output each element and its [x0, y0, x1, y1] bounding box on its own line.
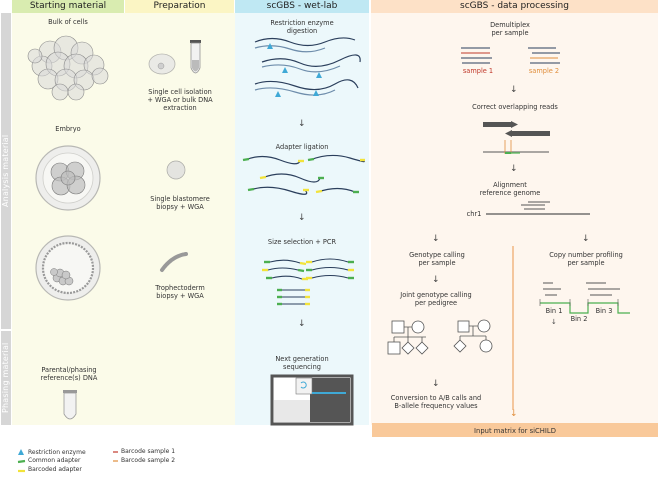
bin-2-label: Bin 2	[570, 315, 588, 323]
embryo-blastocyst-illustration	[35, 235, 101, 301]
embryo-blastomere-illustration	[35, 145, 101, 211]
sample-1-label: sample 1	[462, 67, 494, 75]
arrow-down-icon: ↓	[510, 409, 518, 419]
cnv-label-line1: Copy number profiling	[549, 251, 623, 259]
bin-1-label: Bin 1	[545, 307, 563, 315]
side-label-analysis: Analysis material	[1, 134, 10, 208]
alignment-illustration	[486, 201, 590, 215]
blastomere-label-line2: biopsy + WGA	[156, 203, 204, 211]
header-preparation: Preparation	[153, 1, 206, 11]
single-blastomere-illustration	[166, 160, 186, 180]
ngs-label-line2: sequencing	[283, 363, 321, 371]
header-starting-material: Starting material	[29, 1, 107, 11]
demultiplex-label-line2: per sample	[491, 29, 529, 37]
legend-barcode-sample-2: Barcode sample 2	[121, 457, 176, 464]
analysis-side-bar	[1, 13, 11, 329]
arrow-down-icon: ↓	[510, 85, 518, 95]
joint-label-line1: Joint genotype calling	[400, 291, 472, 299]
arrow-down-icon: ↓	[432, 275, 440, 285]
legend-barcode-sample-1: Barcode sample 1	[121, 448, 176, 455]
isolation-label-line1: Single cell isolation	[148, 88, 212, 96]
sequencer-illustration	[270, 374, 354, 426]
size-selection-label: Size selection + PCR	[267, 238, 337, 246]
legend-common-adapter: Common adapter	[28, 457, 81, 464]
starting-material-header-bar	[12, 0, 124, 13]
wetlab-background	[235, 13, 369, 425]
genotype-label-line1: Genotype calling	[409, 251, 465, 259]
wetlab-header-bar	[235, 0, 369, 13]
overlapping-reads-illustration	[483, 121, 550, 154]
restriction-digestion-illustration	[254, 37, 361, 96]
alignment-label-line2: reference genome	[479, 189, 541, 197]
parental-dna-label-line1: Parental/phasing	[41, 366, 97, 374]
trophectoderm-label-line2: biopsy + WGA	[156, 292, 204, 300]
bin-3-label: Bin 3	[595, 307, 613, 315]
arrow-down-icon: ↓	[510, 164, 518, 174]
input-matrix-label: Input matrix for siCHILD	[474, 427, 556, 435]
cnv-label-line2: per sample	[567, 259, 605, 267]
joint-label-line2: per pedigree	[414, 299, 458, 307]
correct-reads-label: Correct overlapping reads	[472, 103, 558, 111]
parental-dna-label-line2: reference(s) DNA	[40, 374, 98, 382]
arrow-down-icon: ↓	[298, 213, 306, 223]
sample-2-label: sample 2	[528, 67, 560, 75]
arrow-down-icon: ↓	[551, 318, 557, 326]
phasing-side-bar	[1, 331, 11, 425]
conversion-label-line2: B-allele frequency values	[394, 402, 478, 410]
bulk-cells-illustration	[27, 35, 109, 101]
data-processing-background	[371, 13, 658, 425]
input-matrix-bar	[372, 423, 658, 437]
conversion-label-line1: Conversion to A/B calls and	[390, 394, 482, 402]
arrow-down-icon: ↓	[432, 234, 440, 244]
preparation-header-bar	[125, 0, 234, 13]
pedigree-2-illustration	[453, 319, 493, 353]
blastomere-label-line1: Single blastomere	[150, 195, 210, 203]
restriction-label-line2: digestion	[286, 27, 318, 35]
legend-marks	[17, 449, 118, 473]
alignment-label-line1: Alignment	[493, 181, 527, 189]
single-cell-dish-illustration	[148, 53, 176, 75]
legend-barcoded-adapter: Barcoded adapter	[28, 466, 82, 473]
genotype-label-line2: per sample	[418, 259, 456, 267]
arrow-down-icon: ↓	[298, 119, 306, 129]
adapter-ligation-label: Adapter ligation	[275, 143, 329, 151]
header-data-processing: scGBS - data processing	[460, 1, 569, 11]
isolation-label-line3: extraction	[163, 104, 197, 112]
side-label-phasing: Phasing material	[1, 342, 10, 414]
restriction-label-line1: Restriction enzyme	[270, 19, 334, 27]
chr1-label: chr1	[466, 210, 482, 218]
demultiplex-reads	[461, 47, 560, 64]
restriction-enzyme-marks	[267, 43, 322, 97]
arrow-down-icon: ↓	[432, 379, 440, 389]
isolation-label-line2: + WGA or bulk DNA	[147, 96, 213, 104]
arrow-down-icon: ↓	[582, 234, 590, 244]
embryo-label: Embryo	[55, 125, 81, 133]
header-wet-lab: scGBS - wet-lab	[266, 1, 338, 11]
pedigree-1-illustration	[387, 320, 429, 355]
adapter-ligation-illustration	[242, 154, 365, 195]
wga-tube-illustration	[190, 40, 201, 74]
data-processing-header-bar	[371, 0, 658, 13]
legend-restriction-enzyme: Restriction enzyme	[28, 449, 86, 456]
size-selection-pcr-illustration	[262, 258, 354, 306]
ngs-label-line1: Next generation	[275, 355, 329, 363]
arrow-down-icon: ↓	[298, 319, 306, 329]
copy-number-profile-illustration	[539, 282, 630, 314]
parental-dna-tube-illustration	[63, 390, 77, 420]
bulk-of-cells-label: Bulk of cells	[48, 18, 88, 26]
trophectoderm-biopsy-illustration	[160, 252, 188, 272]
trophectoderm-label-line1: Trophectoderm	[155, 284, 205, 292]
demultiplex-label-line1: Demultiplex	[490, 21, 530, 29]
